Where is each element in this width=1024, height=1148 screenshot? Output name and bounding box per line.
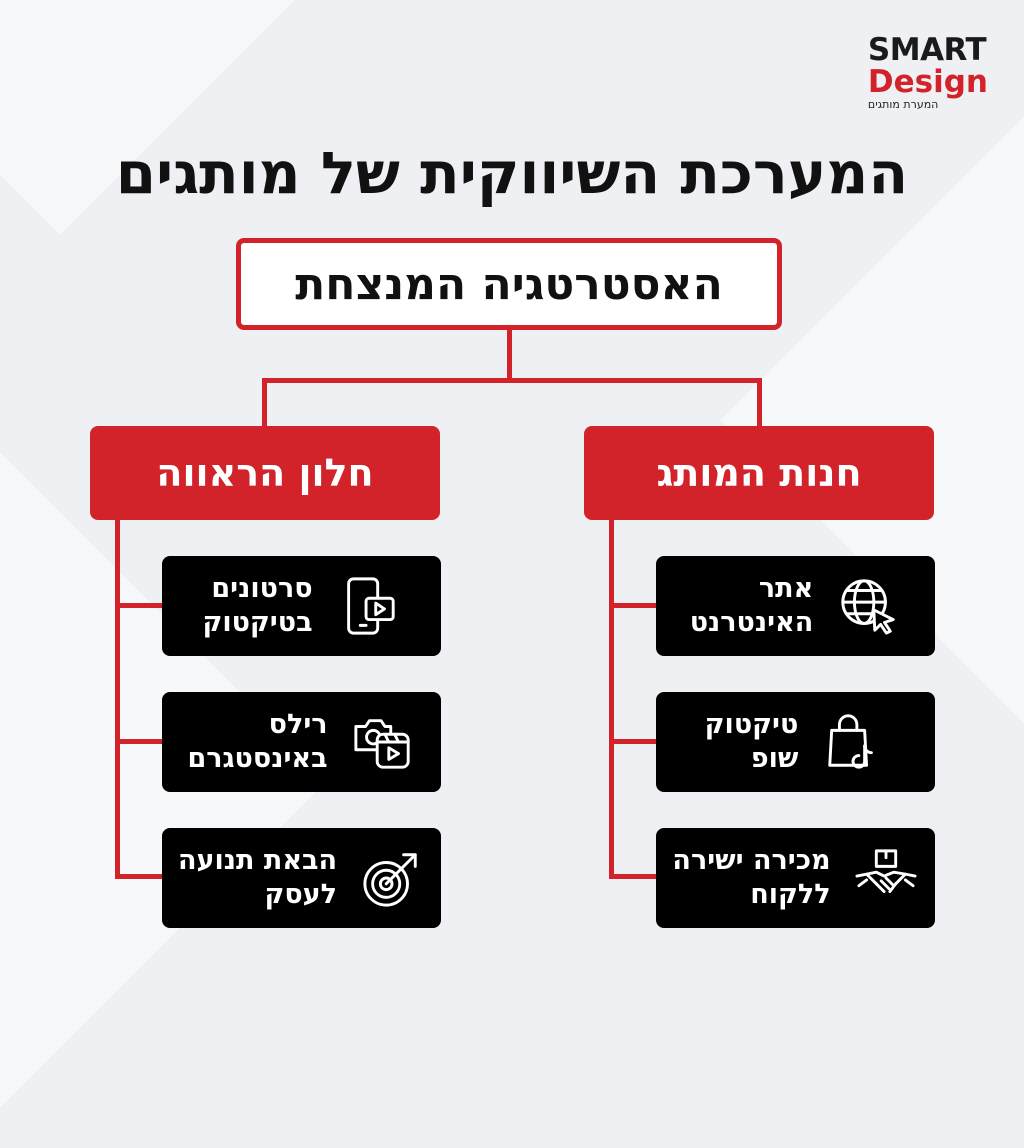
card-text: רילס באינסטגרם — [187, 708, 327, 776]
globe-cursor-icon — [835, 573, 901, 639]
logo-line-1: SMART — [867, 32, 987, 68]
card-text: אתר האינטרנט — [690, 572, 814, 640]
connector-line — [262, 378, 762, 383]
handshake-box-icon — [853, 845, 919, 911]
card-line-1: אתר — [758, 573, 814, 604]
connector-line — [609, 739, 657, 744]
card-instagram-reels: רילס באינסטגרם — [162, 692, 441, 792]
card-line-2: לעסק — [264, 879, 337, 910]
category-brand-store: חנות המותג — [584, 426, 934, 520]
connector-line — [507, 330, 512, 380]
brand-logo: SMART Design המערת מותגים — [868, 34, 988, 111]
card-line-1: רילס — [268, 709, 328, 740]
connector-line — [115, 739, 163, 744]
logo-tagline: המערת מותגים — [867, 98, 939, 111]
phone-video-icon — [335, 573, 401, 639]
connector-line — [609, 518, 614, 878]
card-tiktok-shop: טיקטוק שופ — [656, 692, 935, 792]
card-text: מכירה ישירה ללקוח — [672, 844, 830, 912]
card-line-2: האינטרנט — [689, 607, 814, 638]
connector-line — [115, 874, 163, 879]
card-line-2: ללקוח — [750, 879, 831, 910]
root-node: האסטרטגיה המנצחת — [236, 238, 782, 330]
card-text: טיקטוק שופ — [705, 708, 799, 776]
shopping-bag-tiktok-icon — [820, 709, 886, 775]
category-label: חנות המותג — [656, 451, 862, 495]
connector-line — [757, 378, 762, 428]
connector-line — [609, 874, 657, 879]
page-title: המערכת השיווקית של מותגים — [115, 139, 909, 207]
card-traffic: הבאת תנועה לעסק — [162, 828, 441, 928]
category-label: חלון הראווה — [156, 451, 374, 495]
card-line-2: באינסטגרם — [187, 743, 328, 774]
card-line-1: מכירה ישירה — [672, 845, 831, 876]
card-line-1: הבאת תנועה — [178, 845, 337, 876]
connector-line — [115, 603, 163, 608]
card-line-2: שופ — [750, 743, 799, 774]
card-line-1: סרטונים — [211, 573, 313, 604]
target-arrow-icon — [359, 845, 425, 911]
connector-line — [115, 518, 120, 878]
logo-line-2: Design — [867, 64, 988, 100]
root-node-label: האסטרטגיה המנצחת — [295, 258, 723, 310]
camera-reels-icon — [350, 709, 416, 775]
card-line-1: טיקטוק — [704, 709, 799, 740]
category-showcase: חלון הראווה — [90, 426, 440, 520]
card-line-2: בטיקטוק — [202, 607, 313, 638]
connector-line — [609, 603, 657, 608]
card-text: סרטונים בטיקטוק — [202, 572, 312, 640]
card-tiktok-videos: סרטונים בטיקטוק — [162, 556, 441, 656]
card-website: אתר האינטרנט — [656, 556, 935, 656]
card-text: הבאת תנועה לעסק — [178, 844, 337, 912]
card-direct-sale: מכירה ישירה ללקוח — [656, 828, 935, 928]
connector-line — [262, 378, 267, 428]
